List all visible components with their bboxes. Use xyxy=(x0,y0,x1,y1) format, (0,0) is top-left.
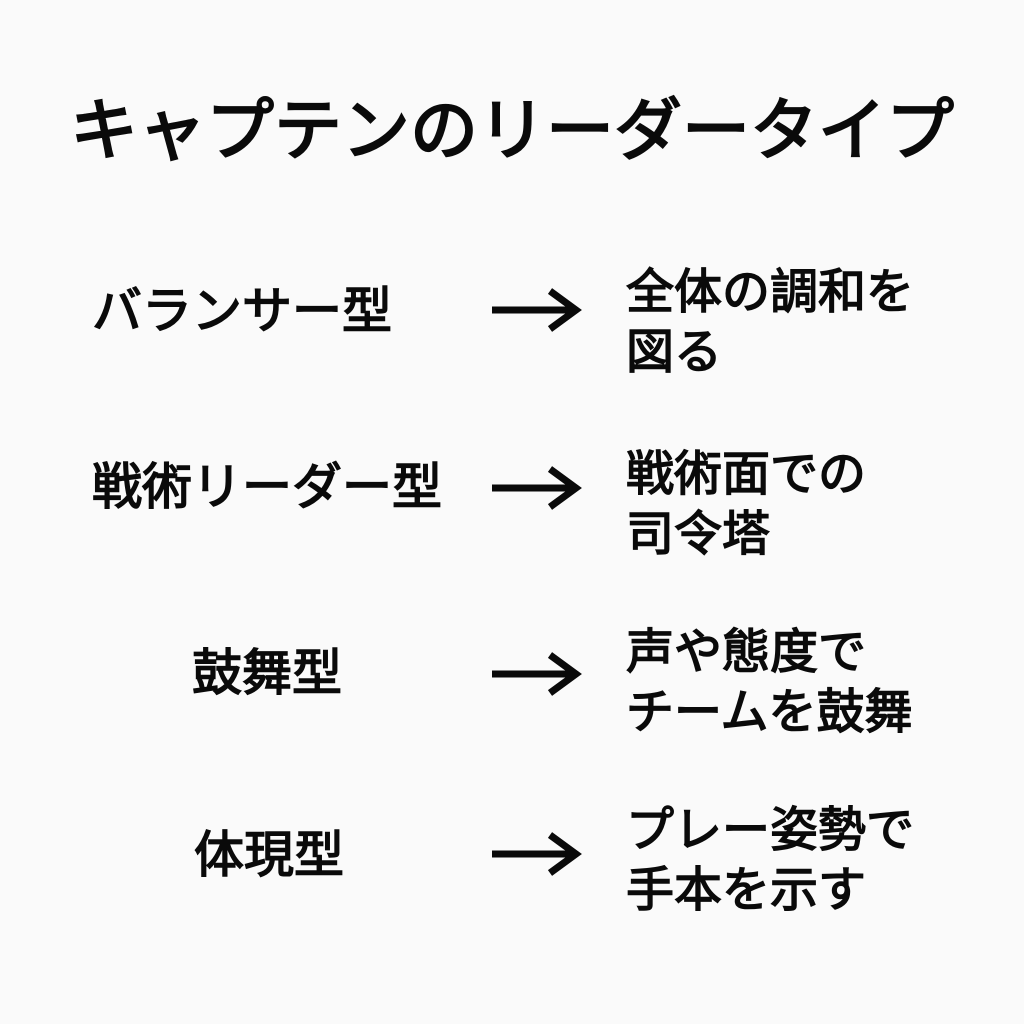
leader-type-row: 体現型 プレー姿勢で 手本を示す xyxy=(0,800,1024,920)
diagram-title: キャプテンのリーダータイプ xyxy=(69,92,954,171)
description-line: 全体の調和を xyxy=(626,264,915,320)
right-arrow-icon xyxy=(492,288,582,332)
leader-type-row: 鼓舞型 声や態度で チームを鼓舞 xyxy=(0,622,1024,742)
leader-type-label: 鼓舞型 xyxy=(192,644,342,702)
leader-type-label: 体現型 xyxy=(194,826,344,884)
description-line: チームを鼓舞 xyxy=(626,684,913,740)
leader-type-label: 戦術リーダー型 xyxy=(92,458,442,516)
right-arrow-icon xyxy=(492,832,582,876)
leader-type-description: 声や態度で チームを鼓舞 xyxy=(626,622,913,742)
right-arrow-icon xyxy=(492,652,582,696)
description-line: プレー姿勢で xyxy=(626,802,915,858)
right-arrow-icon xyxy=(492,466,582,510)
leader-type-row: 戦術リーダー型 戦術面での 司令塔 xyxy=(0,444,1024,564)
leader-type-row: バランサー型 全体の調和を 図る xyxy=(0,262,1024,382)
leader-type-description: プレー姿勢で 手本を示す xyxy=(626,800,914,920)
description-line: 司令塔 xyxy=(626,506,771,562)
description-line: 手本を示す xyxy=(626,862,867,918)
leader-type-description: 戦術面での 司令塔 xyxy=(626,444,866,564)
leader-type-description: 全体の調和を 図る xyxy=(626,262,914,382)
description-line: 声や態度で xyxy=(626,624,867,680)
description-line: 図る xyxy=(626,324,723,380)
leader-type-label: バランサー型 xyxy=(92,282,392,340)
description-line: 戦術面での xyxy=(626,446,867,502)
